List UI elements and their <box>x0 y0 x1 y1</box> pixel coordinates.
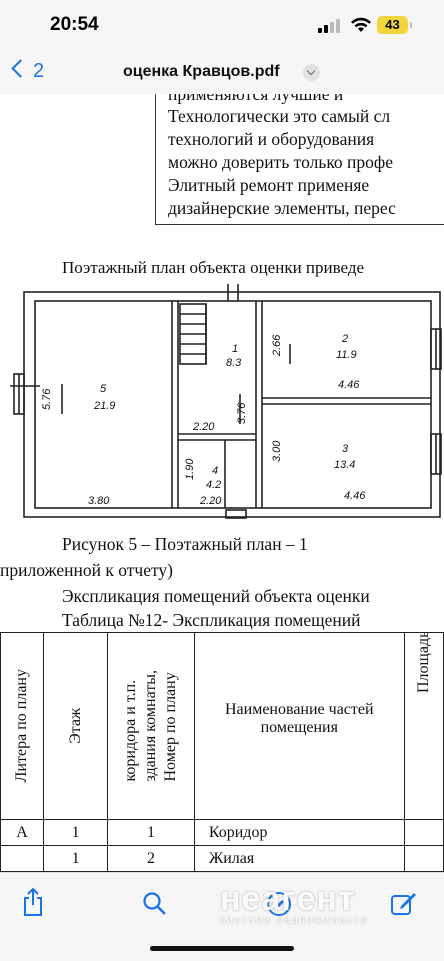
plan-caption: Поэтажный план объекта оценки приведе <box>62 258 365 277</box>
search-icon[interactable] <box>142 891 168 917</box>
room-number: 2 <box>341 333 348 345</box>
header-area: Площадь всех <box>414 633 432 694</box>
table-row: А 1 1 Коридор <box>0 819 444 846</box>
explication-title: Экспликация помещений объекта оценки <box>62 586 370 606</box>
room-area: 13.4 <box>334 459 355 471</box>
text-line: применяются лучшие и <box>168 94 344 104</box>
figure-caption-continued: приложенной к отчету) <box>0 560 173 580</box>
text-line: Технологически это самый сл <box>168 106 391 126</box>
room-area: 4.2 <box>206 479 221 491</box>
text-table-cell: применяются лучшие и Технологически это … <box>155 94 444 225</box>
figure-caption: Рисунок 5 – Поэтажный план – 1 <box>62 534 308 554</box>
table-cell: 1 <box>42 845 109 872</box>
floor-plan: 5 21.9 1 8.3 2 11.9 3 13.4 4 4.2 5.76 3.… <box>10 284 442 519</box>
header-litera: Литера по плану <box>12 669 30 783</box>
table-cell: 1 <box>107 819 195 846</box>
back-count: 2 <box>33 60 45 82</box>
table-header-cell: Наименование частей помещения <box>193 632 405 820</box>
table-cell <box>403 845 444 872</box>
text-line: дизайнерские элементы, перес <box>168 198 396 218</box>
watermark-subtitle: система недвижимости <box>220 915 369 926</box>
table-cell: А <box>0 819 44 846</box>
room-area: 8.3 <box>226 357 242 369</box>
room-number: 3 <box>342 443 349 455</box>
dimension-label: 3.00 <box>271 440 283 462</box>
clock: 20:54 <box>50 14 99 35</box>
table-header-cell: Литера по плану <box>0 632 44 820</box>
share-icon[interactable] <box>21 887 45 917</box>
dimension-label: 4.46 <box>338 379 360 391</box>
table-cell: 1 <box>42 819 109 846</box>
dimension-label: 4.46 <box>344 490 366 502</box>
table-title: Таблица №12- Экспликация помещений <box>62 610 361 630</box>
dimension-label: 3.80 <box>88 495 110 507</box>
back-button[interactable]: 2 <box>10 59 45 83</box>
table-cell: Жилая <box>193 845 405 872</box>
chevron-left-icon <box>11 59 30 78</box>
table-header-cell: Площадь всех <box>403 632 444 820</box>
dimension-label: 5.76 <box>41 388 53 410</box>
navigation-bar: 2 оценка Кравцов.pdf <box>0 52 444 95</box>
table-row: 1 2 Жилая <box>0 845 444 872</box>
markup-icon[interactable] <box>266 891 292 917</box>
pdf-page[interactable]: применяются лучшие и Технологически это … <box>0 94 444 872</box>
text-line: можно доверить только профе <box>168 152 394 172</box>
room-number: 5 <box>100 383 107 395</box>
room-number: 1 <box>232 343 238 355</box>
explication-table: Литера по плану Этаж Номер по плану здан… <box>0 632 444 872</box>
room-area: 11.9 <box>336 349 357 361</box>
chevron-down-icon[interactable] <box>303 64 320 81</box>
edit-icon[interactable] <box>390 891 418 917</box>
dimension-label: 2.20 <box>192 421 215 433</box>
header-floor: Этаж <box>66 708 84 744</box>
table-cell <box>403 819 444 846</box>
header-number: Номер по плану <box>162 672 180 782</box>
header-number: коридора и т.п. <box>122 680 140 782</box>
battery-icon: 43 <box>377 16 408 34</box>
table-cell <box>0 845 44 872</box>
home-indicator[interactable] <box>150 946 294 951</box>
table-header-cell: Номер по плану здания комнаты, коридора … <box>107 632 195 820</box>
signal-icon <box>318 19 340 33</box>
watermark-logo: неагент система недвижимости <box>220 880 368 926</box>
table-header-cell: Этаж <box>42 632 109 820</box>
dimension-label: 3.76 <box>236 402 248 424</box>
text-line: Элитный ремонт применяе <box>168 175 370 195</box>
status-bar: 20:54 43 <box>0 0 444 52</box>
text-line: технологий и оборудования <box>168 129 375 149</box>
wifi-icon <box>351 17 371 32</box>
battery-tip <box>410 22 412 28</box>
dimension-label: 1.90 <box>184 458 196 480</box>
header-number: здания комнаты, <box>142 670 160 782</box>
table-header-row: Литера по плану Этаж Номер по плану здан… <box>0 632 444 820</box>
dimension-label: 2.66 <box>271 334 283 357</box>
document-title[interactable]: оценка Кравцов.pdf <box>123 63 280 80</box>
room-area: 21.9 <box>93 400 115 412</box>
watermark-brand: неагент <box>220 880 356 918</box>
table-cell: 2 <box>107 845 195 872</box>
room-number: 4 <box>212 465 218 477</box>
header-name: помещения <box>260 719 338 736</box>
dimension-label: 2.20 <box>199 495 222 507</box>
header-name: Наименование частей <box>224 701 374 718</box>
table-cell: Коридор <box>193 819 405 846</box>
